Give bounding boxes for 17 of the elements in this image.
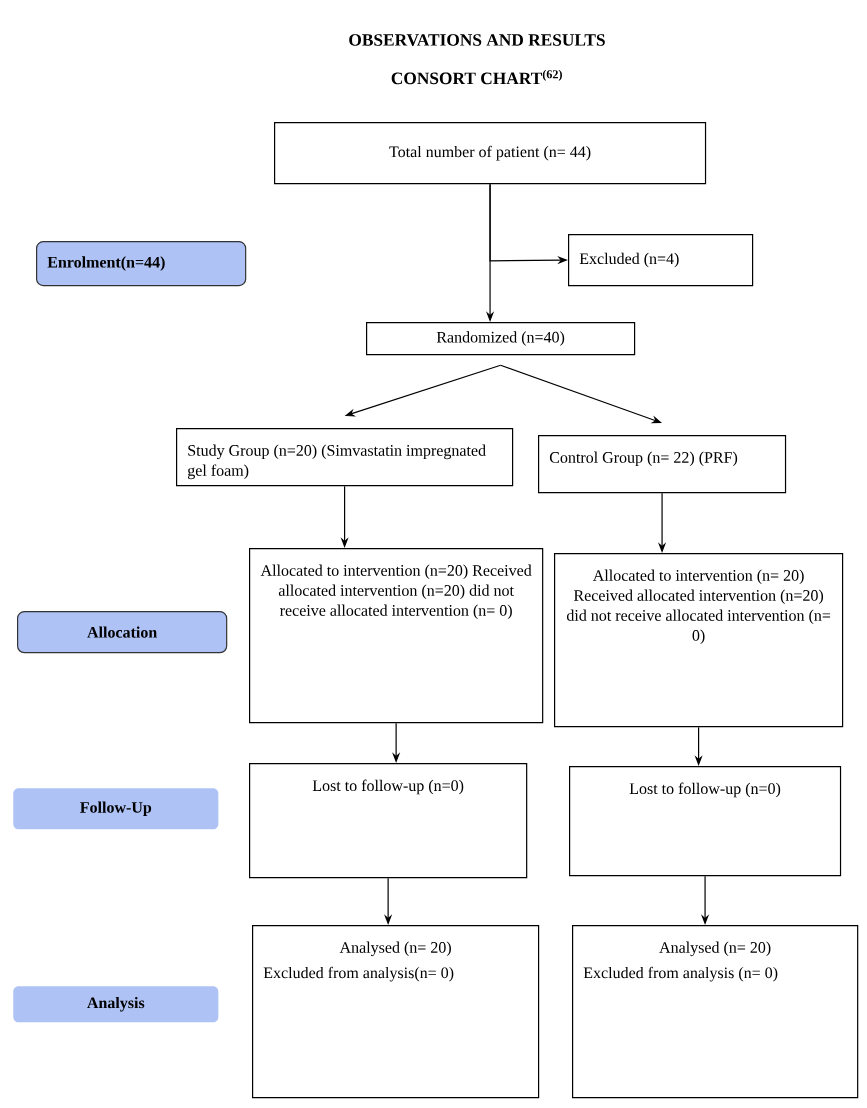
stage-label: Allocation — [17, 611, 228, 654]
stage-label: Follow-Up — [13, 788, 219, 830]
process-box: Excluded (n=4) — [568, 234, 754, 287]
process-box: Total number of patient (n= 44) — [274, 122, 707, 185]
process-box: Randomized (n=40) — [366, 322, 636, 356]
process-box: Allocated to intervention (n=20) Received allocated intervention (n=20) did not receive allocated intervention (n= 0) — [249, 548, 544, 724]
stage-label: Enrolment(n=44) — [36, 241, 247, 287]
subtitle: CONSORT CHART$^{(62)}$ — [391, 69, 562, 85]
process-box: Allocated to intervention (n= 20) Received allocated intervention (n=20) did not receive allocated intervention (n= 0) — [554, 553, 844, 728]
stage-label: Analysis — [13, 986, 219, 1023]
process-box: Control Group (n= 22) (PRF) — [538, 435, 787, 494]
process-box: Study Group (n=20) (Simvastatin impregnated gel foam) — [176, 428, 514, 487]
process-box: Lost to follow-up (n=0) — [569, 766, 842, 877]
process-box: Analysed (n= 20) Excluded from analysis(n= 0) — [252, 925, 540, 1099]
process-box: Analysed (n= 20) Excluded from analysis (n= 0) — [572, 925, 859, 1099]
title: OBSERVATIONS AND RESULTS — [349, 34, 605, 46]
process-box: Lost to follow-up (n=0) — [249, 763, 528, 879]
